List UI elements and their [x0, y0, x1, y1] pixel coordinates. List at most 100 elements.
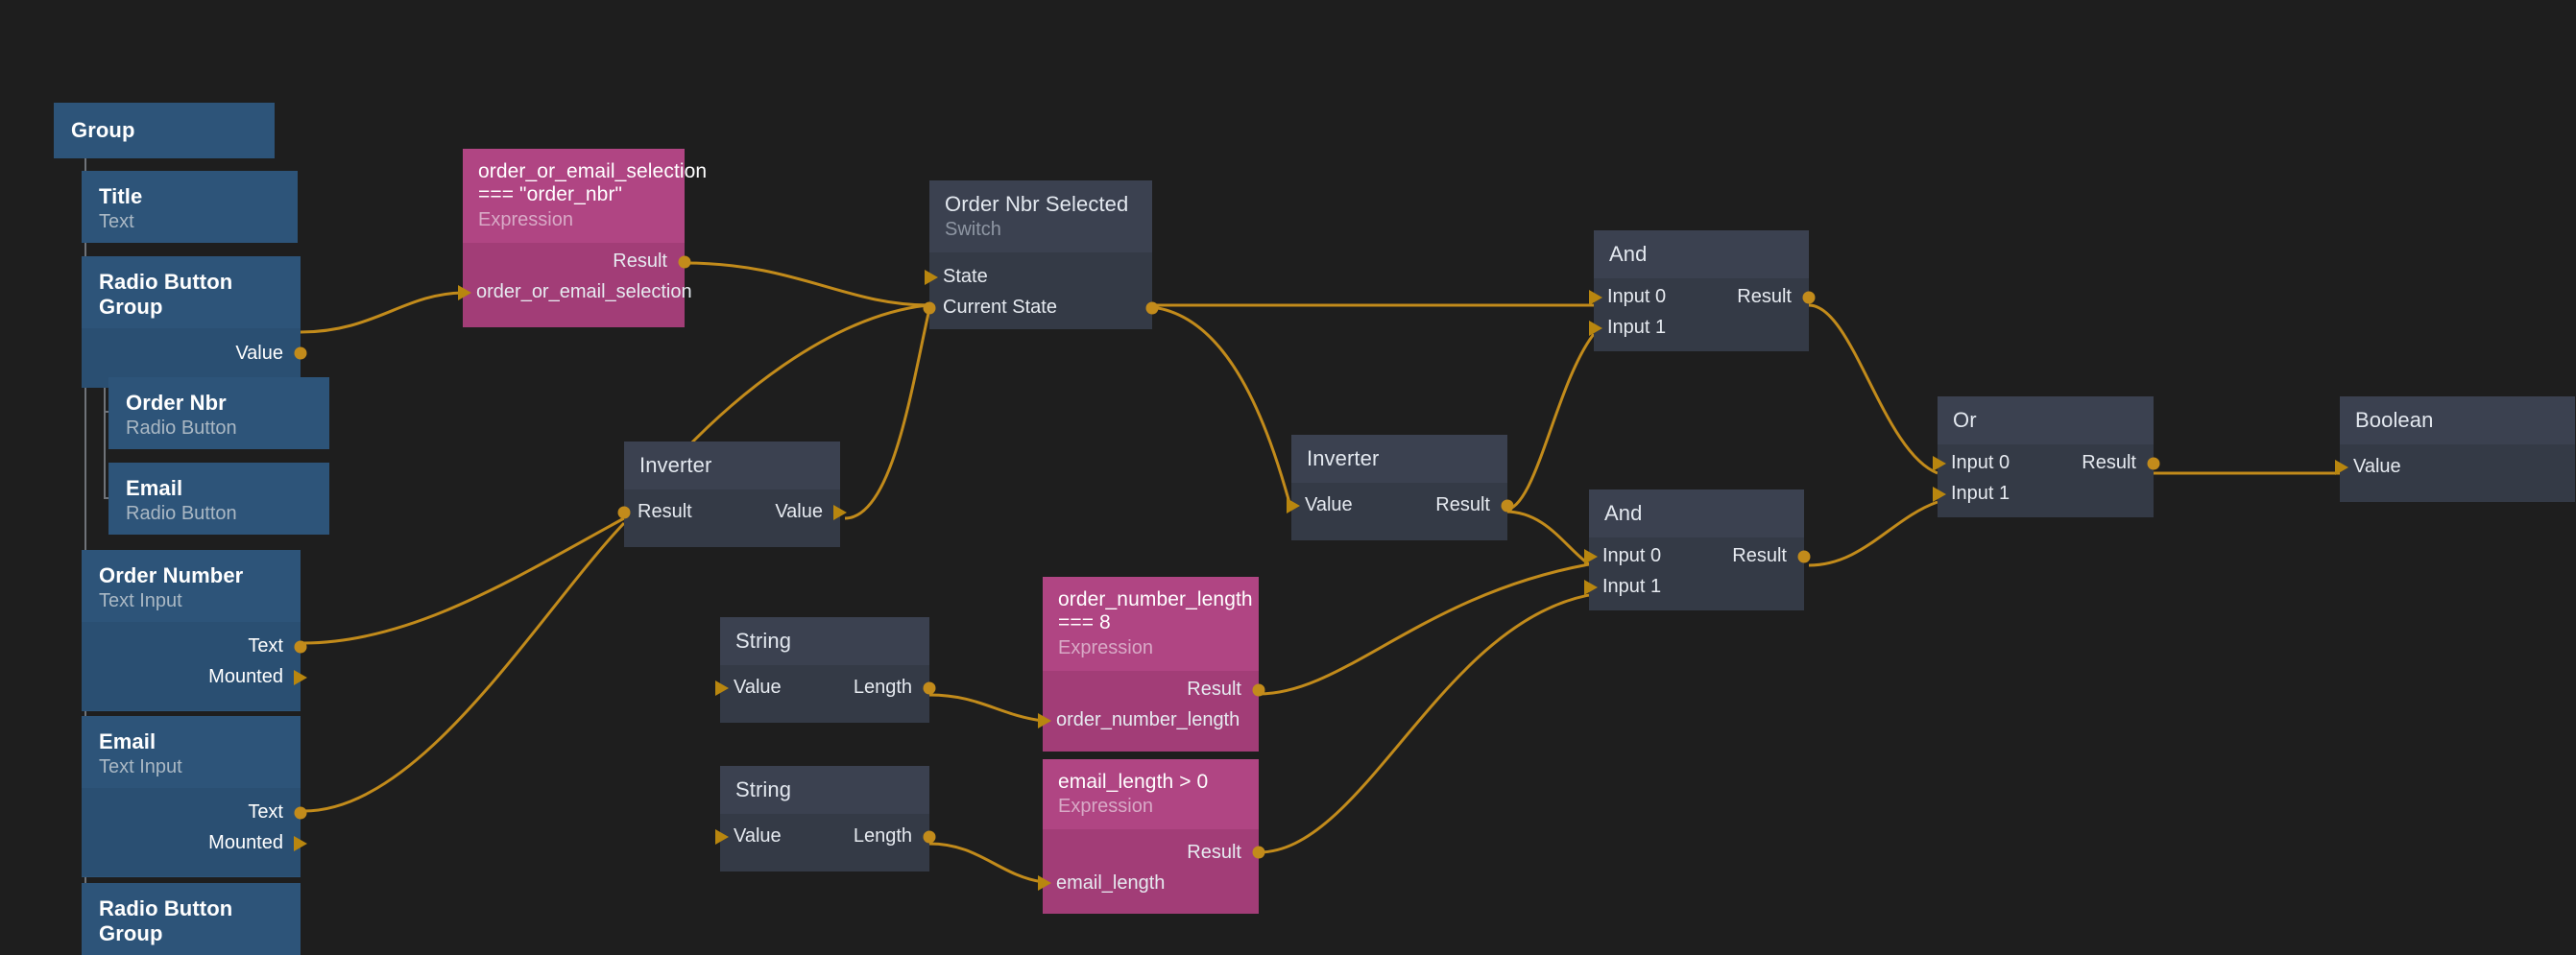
- port-out-string-2-length[interactable]: [923, 830, 936, 844]
- node-expr-sel-type: Expression: [478, 208, 573, 230]
- node-order-nbr-radio[interactable]: Order Nbr Radio Button: [108, 377, 329, 449]
- node-order-number-title: Order Number: [99, 563, 244, 587]
- node-switch-order-nbr-selected[interactable]: Order Nbr Selected Switch State Current …: [923, 180, 1159, 329]
- port-row-expr-sel-input[interactable]: order_or_email_selection: [458, 277, 692, 308]
- port-row-expr-len-input[interactable]: order_number_length: [1038, 705, 1259, 736]
- port-in-and-2-input-1[interactable]: [1584, 579, 1598, 595]
- node-and-1-header: And: [1594, 230, 1809, 278]
- port-row-inv2[interactable]: Value Result: [1287, 490, 1514, 521]
- node-expr-len-header: order_number_length === 8 Expression: [1043, 577, 1259, 671]
- port-in-and-2-input-0[interactable]: [1584, 548, 1598, 564]
- port-row-and2-in0[interactable]: Input 0 Result: [1584, 541, 1811, 572]
- port-out-and-2-result[interactable]: [1797, 550, 1811, 563]
- node-and-2-title: And: [1604, 501, 1643, 525]
- port-in-and-1-input-0[interactable]: [1589, 289, 1602, 305]
- node-string-2[interactable]: String Value Length: [715, 766, 936, 871]
- port-row-value[interactable]: Value: [82, 338, 307, 369]
- port-row-or-in1[interactable]: Input 1: [1933, 479, 2154, 510]
- port-out-current-state[interactable]: [1145, 301, 1159, 315]
- node-string-1-body: Value Length: [715, 672, 936, 723]
- port-row-and2-in1[interactable]: Input 1: [1584, 572, 1804, 603]
- port-out-or-result[interactable]: [2147, 457, 2160, 470]
- port-in-expr-len-input[interactable]: [1038, 712, 1051, 728]
- port-in-current-state[interactable]: [923, 301, 936, 315]
- port-out-inverter-1-value[interactable]: [833, 504, 847, 520]
- port-row-text[interactable]: Text: [82, 632, 307, 662]
- port-in-or-input-1[interactable]: [1933, 486, 1946, 502]
- port-in-and-1-input-1[interactable]: [1589, 320, 1602, 336]
- node-expression-order-length[interactable]: order_number_length === 8 Expression Res…: [1038, 577, 1265, 752]
- port-out-email-text[interactable]: [294, 806, 307, 820]
- port-row-string1[interactable]: Value Length: [715, 673, 936, 704]
- node-order-number-type: Text Input: [99, 589, 182, 611]
- port-row-email-mounted[interactable]: Mounted: [82, 828, 307, 859]
- node-title[interactable]: Title Text: [82, 171, 298, 243]
- port-row-expr-sel-result[interactable]: Result: [463, 247, 691, 277]
- node-boolean[interactable]: Boolean Value: [2335, 396, 2575, 502]
- node-expression-selection[interactable]: order_or_email_selection === "order_nbr"…: [458, 149, 707, 327]
- port-out-expr-email-result[interactable]: [1252, 846, 1265, 859]
- port-in-or-input-0[interactable]: [1933, 455, 1946, 471]
- node-string-1-header: String: [720, 617, 929, 665]
- port-row-state[interactable]: State: [925, 262, 1152, 293]
- port-in-expr-email-input[interactable]: [1038, 875, 1051, 892]
- node-boolean-title: Boolean: [2355, 408, 2434, 432]
- node-inverter-2[interactable]: Inverter Value Result: [1287, 435, 1514, 540]
- node-string-1[interactable]: String Value Length: [715, 617, 936, 723]
- port-out-inverter-2-result[interactable]: [1501, 499, 1514, 513]
- port-label-inverter-2-value: Value: [1305, 494, 1353, 516]
- port-in-expr-sel-input[interactable]: [458, 284, 471, 300]
- port-out-and-1-result[interactable]: [1802, 291, 1816, 304]
- port-in-inverter-2-value[interactable]: [1287, 497, 1300, 513]
- port-in-boolean-value[interactable]: [2335, 459, 2348, 475]
- port-row-current-state[interactable]: Current State: [923, 293, 1159, 323]
- port-in-email-mounted[interactable]: [294, 835, 307, 851]
- port-row-or-in0[interactable]: Input 0 Result: [1933, 448, 2160, 479]
- port-label-text: Text: [248, 635, 283, 657]
- port-out-string-1-length[interactable]: [923, 681, 936, 695]
- node-title-name: Title: [99, 184, 143, 208]
- node-inverter-1[interactable]: Inverter Result Value: [617, 442, 847, 547]
- port-row-inv1[interactable]: Result Value: [617, 497, 847, 528]
- port-in-inverter-1-result[interactable]: [617, 506, 631, 519]
- port-label-and-2-input-0: Input 0: [1602, 545, 1662, 567]
- port-in-string-2-value[interactable]: [715, 828, 729, 845]
- port-row-expr-len-result[interactable]: Result: [1043, 675, 1265, 705]
- port-label-email-mounted: Mounted: [208, 832, 283, 854]
- port-in-state[interactable]: [925, 269, 938, 285]
- node-email-input[interactable]: Email Text Input Text Mounted: [82, 716, 307, 877]
- port-row-mounted[interactable]: Mounted: [82, 662, 307, 693]
- node-group[interactable]: Group: [54, 103, 275, 158]
- port-label-and-2-result: Result: [1732, 545, 1787, 567]
- node-and-2[interactable]: And Input 0 Result Input 1: [1584, 489, 1811, 610]
- node-expr-len-body: Result order_number_length: [1038, 674, 1265, 752]
- node-or[interactable]: Or Input 0 Result Input 1: [1933, 396, 2160, 517]
- node-radio-button-group[interactable]: Radio Button Group Value: [82, 256, 307, 389]
- port-out-expr-sel-result[interactable]: [678, 255, 691, 269]
- port-row-and1-in1[interactable]: Input 1: [1589, 313, 1809, 344]
- node-email-radio[interactable]: Email Radio Button: [108, 463, 329, 535]
- port-out-expr-len-result[interactable]: [1252, 683, 1265, 697]
- port-out-value[interactable]: [294, 346, 307, 360]
- node-and-1[interactable]: And Input 0 Result Input 1: [1589, 230, 1816, 351]
- port-out-text[interactable]: [294, 640, 307, 654]
- port-label-and-1-input-0: Input 0: [1607, 286, 1667, 308]
- port-in-string-1-value[interactable]: [715, 680, 729, 696]
- node-order-number-input[interactable]: Order Number Text Input Text Mounted: [82, 550, 307, 711]
- port-in-mounted[interactable]: [294, 669, 307, 685]
- port-label-expr-len-input: order_number_length: [1056, 709, 1240, 731]
- node-inverter-2-body: Value Result: [1287, 489, 1514, 540]
- port-row-expr-email-input[interactable]: email_length: [1038, 868, 1259, 898]
- port-row-and1-in0[interactable]: Input 0 Result: [1589, 282, 1816, 313]
- port-row-expr-email-result[interactable]: Result: [1043, 837, 1265, 868]
- port-label-or-result: Result: [2082, 452, 2136, 474]
- node-radio-button-group-2[interactable]: Radio Button Group: [82, 883, 301, 955]
- node-expression-email-length[interactable]: email_length > 0 Expression Result email…: [1038, 759, 1265, 915]
- port-label-or-input-1: Input 1: [1951, 483, 2010, 505]
- node-and-1-title: And: [1609, 242, 1648, 266]
- port-row-email-text[interactable]: Text: [82, 798, 307, 828]
- port-row-string2[interactable]: Value Length: [715, 822, 936, 852]
- node-order-nbr-header: Order Nbr Radio Button: [108, 377, 329, 449]
- port-row-boolean-value[interactable]: Value: [2335, 452, 2575, 483]
